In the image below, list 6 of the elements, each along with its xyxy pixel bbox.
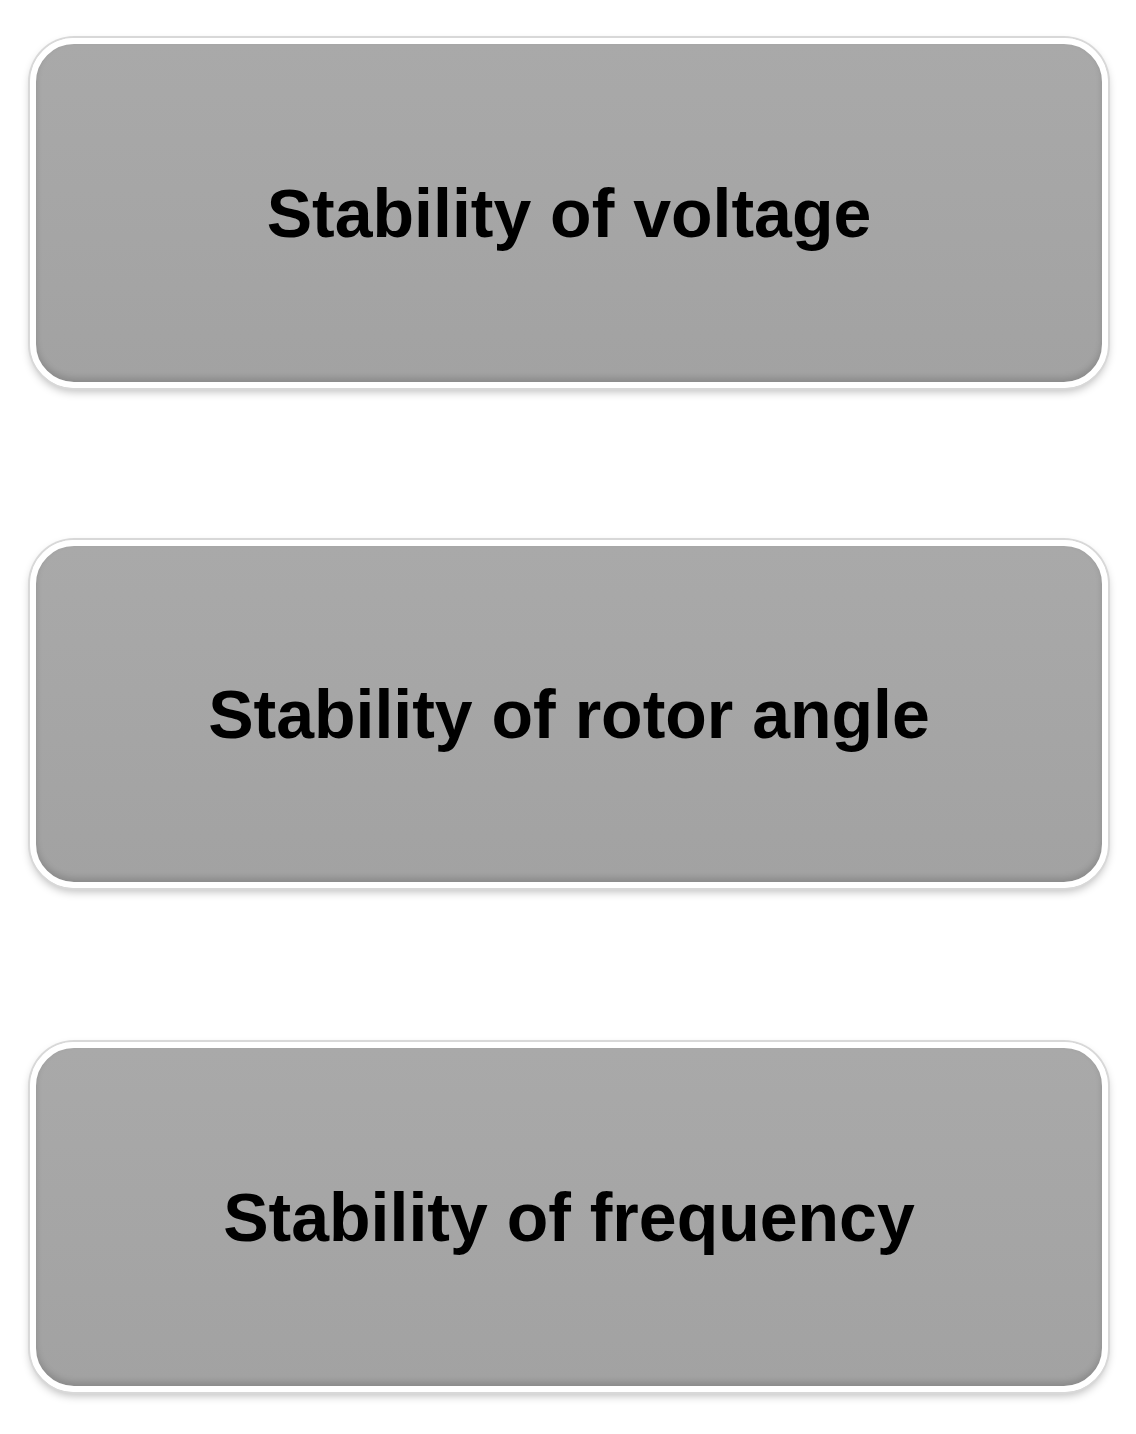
- box-label: Stability of frequency: [223, 1179, 915, 1255]
- rounded-box: [30, 38, 1108, 388]
- rounded-box: [30, 1042, 1108, 1392]
- box-label: Stability of rotor angle: [208, 676, 930, 752]
- box-label: Stability of voltage: [266, 175, 872, 251]
- rounded-box: [30, 540, 1108, 888]
